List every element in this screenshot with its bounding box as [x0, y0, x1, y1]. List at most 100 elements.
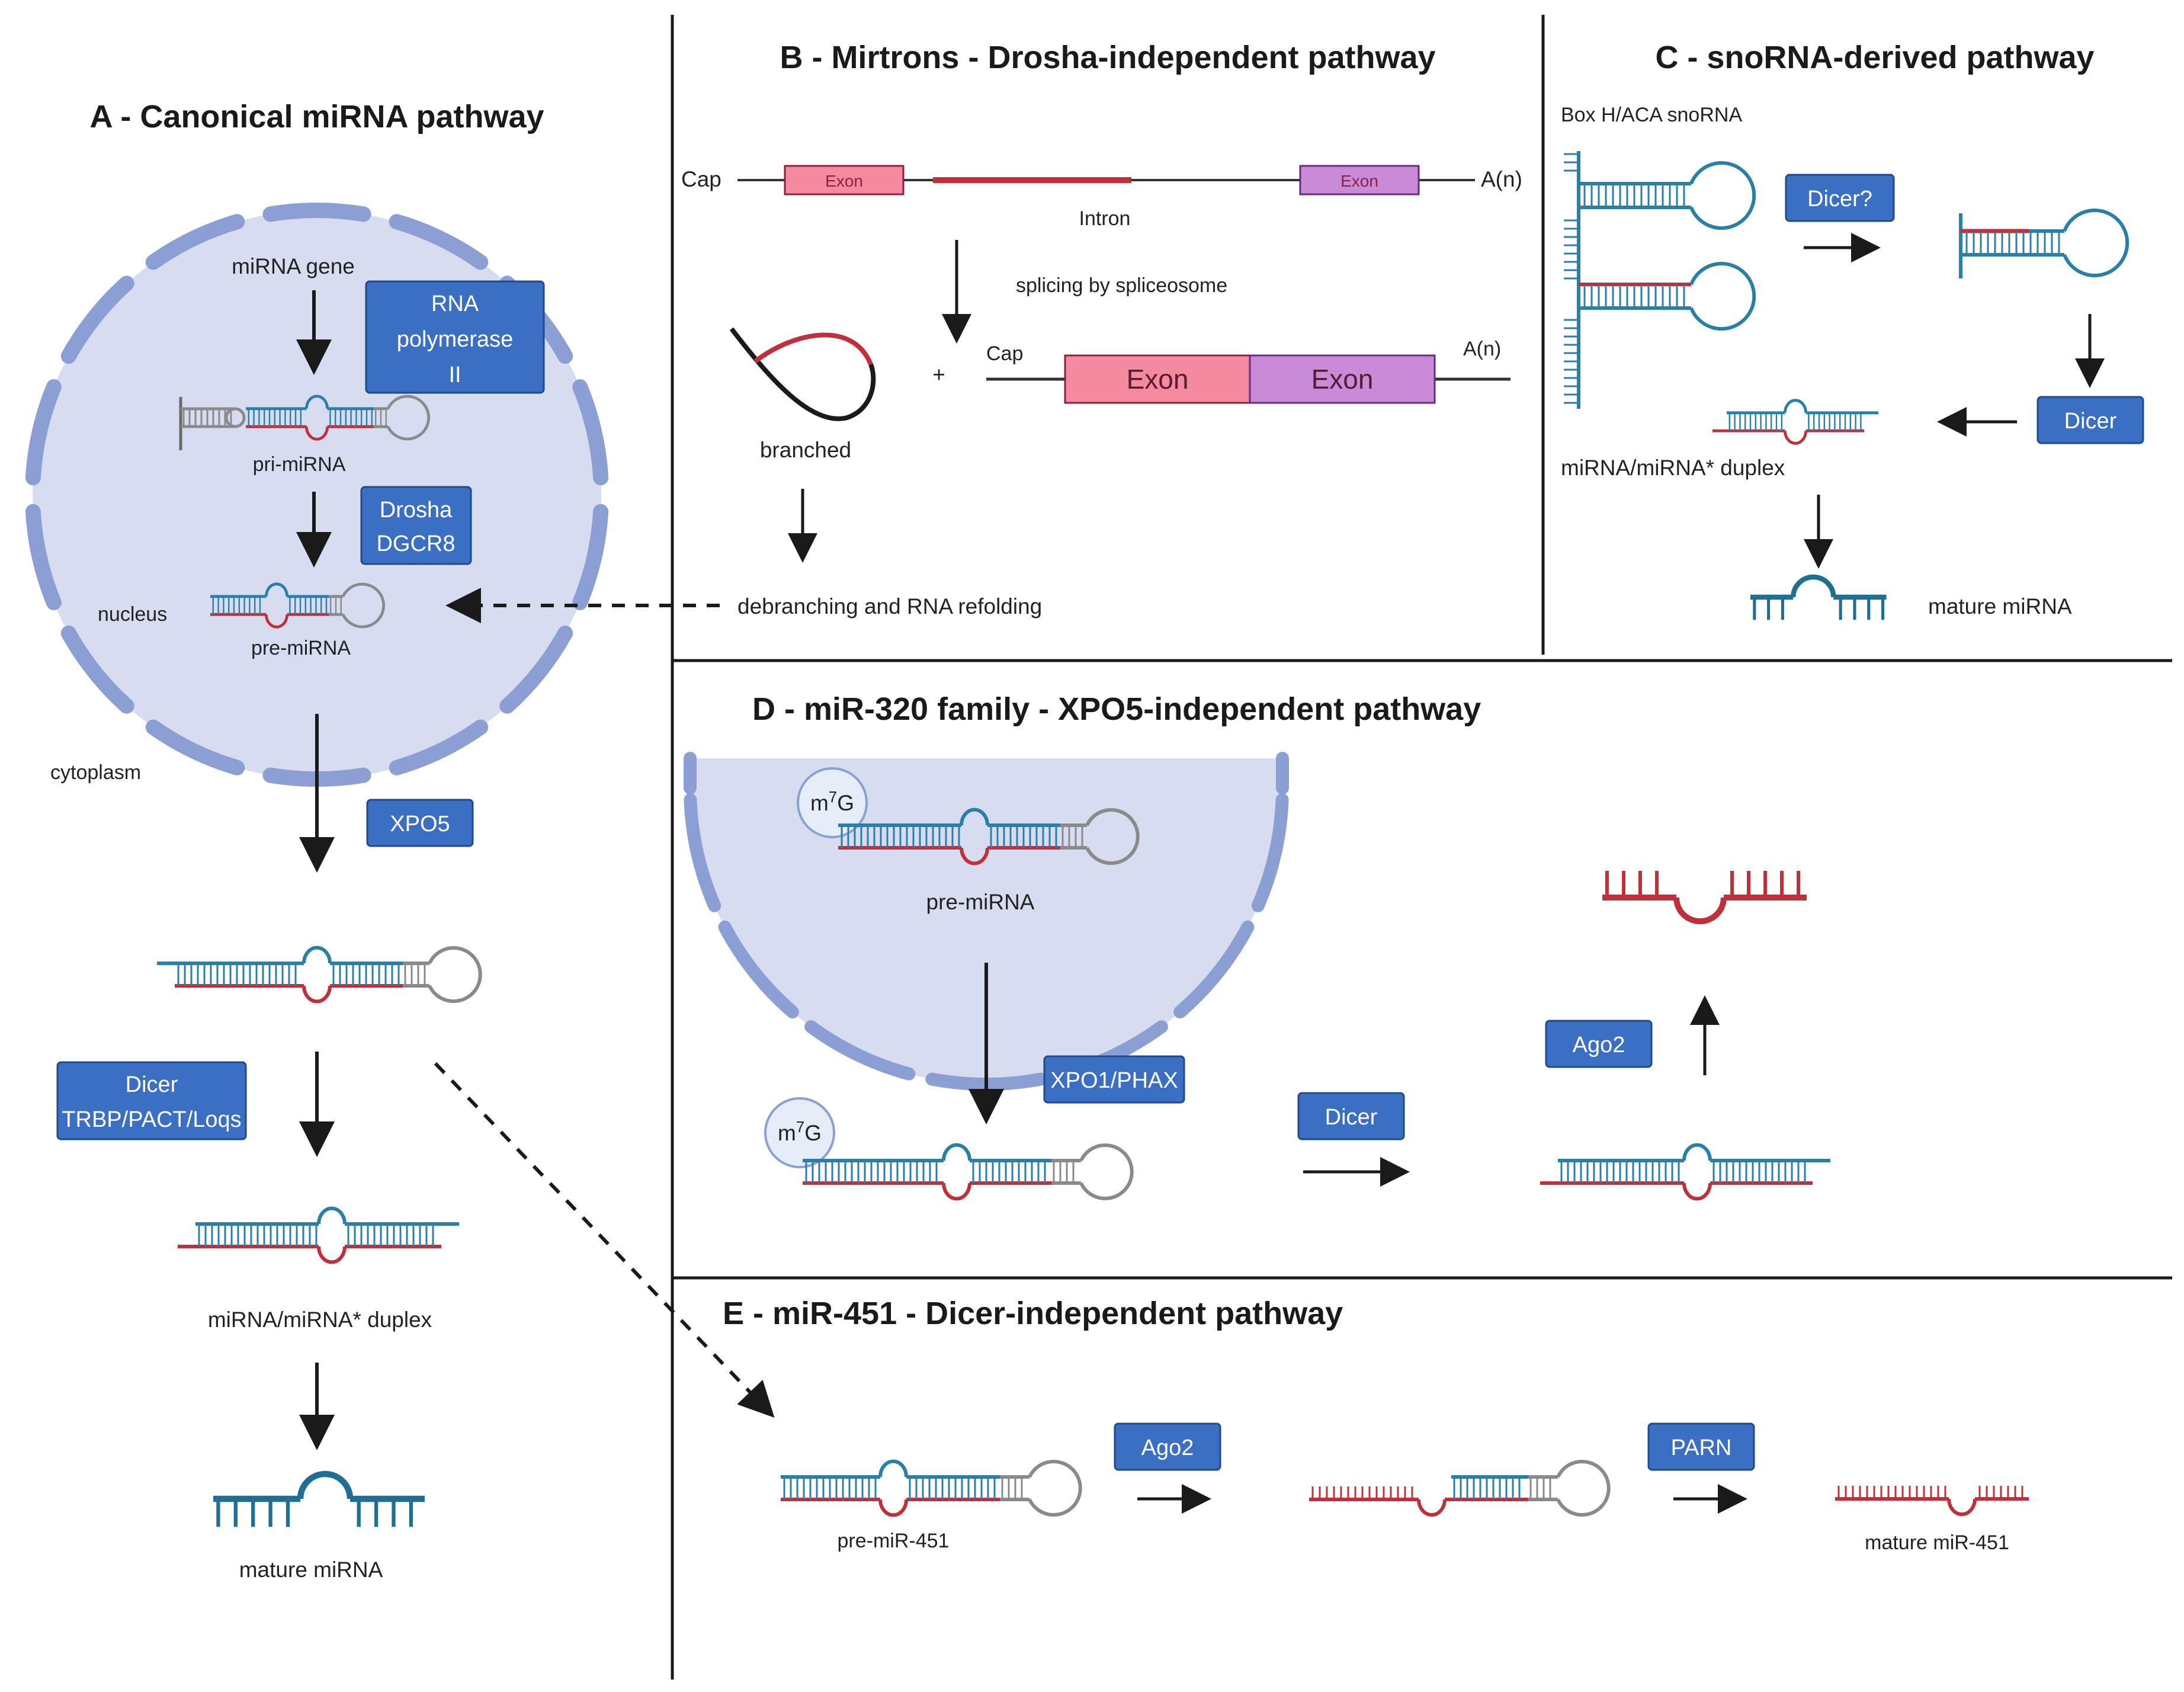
panel-a-title: A - Canonical miRNA pathway: [89, 99, 544, 134]
panel-c: C - snoRNA-derived pathway Box H/ACA sno…: [1561, 40, 2144, 620]
c-hairpin-loop: [2063, 209, 2130, 277]
cap2-label: Cap: [986, 342, 1023, 365]
e-loop: [1556, 1460, 1611, 1517]
membrane-segment: [1173, 920, 1255, 1019]
membrane-segment: [145, 214, 245, 270]
xpo1-label: XPO1/PHAX: [1050, 1068, 1178, 1093]
dicer-box-c: Dicer: [2037, 396, 2144, 444]
exon-big-1: [1064, 354, 1251, 404]
panel-d-title: D - miR-320 family - XPO5-independent pa…: [752, 691, 1481, 727]
panel-b: B - Mirtrons - Drosha-independent pathwa…: [681, 40, 1522, 619]
pre-mirna-cytoplasm: [157, 946, 482, 1004]
panel-b-title: B - Mirtrons - Drosha-independent pathwa…: [780, 40, 1435, 75]
mature-hump: [1673, 897, 1727, 924]
poly-a-label: A(n): [1481, 167, 1522, 191]
panel-dividers: [671, 15, 2172, 1680]
membrane-segment: [389, 719, 489, 776]
terminal-loop: [341, 582, 385, 629]
bulge-bottom: [302, 985, 332, 1004]
m7g-bottom: m7G: [764, 1097, 835, 1168]
dicer-line2: TRBP/PACT/Loqs: [62, 1107, 241, 1132]
exon-big-2-label: Exon: [1311, 364, 1374, 395]
membrane-segment: [718, 920, 799, 1019]
bulge-top: [302, 946, 332, 964]
bulge-bottom: [878, 1499, 908, 1517]
mature-mir451-label: mature miR-451: [1865, 1531, 2009, 1554]
pri-mirna-label: pri-miRNA: [253, 453, 346, 476]
ago2-box-d: Ago2: [1545, 1020, 1653, 1068]
ago2-box-e: Ago2: [1114, 1422, 1221, 1471]
mature-hump: [297, 1470, 354, 1499]
panel-e-title: E - miR-451 - Dicer-independent pathway: [723, 1296, 1343, 1331]
bulge-bottom: [265, 614, 288, 629]
membrane-segment: [145, 719, 245, 776]
snorna-loop: [1689, 262, 1756, 331]
membrane-segment: [25, 504, 62, 610]
bulge-top: [878, 1459, 908, 1478]
terminal-loop: [386, 395, 430, 441]
mirna-gene-label: miRNA gene: [232, 254, 355, 278]
intron-label: Intron: [1079, 207, 1131, 230]
duplex-c-label: miRNA/miRNA* duplex: [1561, 456, 1785, 480]
poly-a2-label: A(n): [1463, 338, 1501, 360]
mature-label: mature miRNA: [239, 1558, 383, 1582]
dicer-d-label: Dicer: [1325, 1105, 1378, 1130]
pre-mirna-label: pre-miRNA: [251, 637, 351, 659]
rna-polymerase-box: RNA polymerase II: [365, 280, 545, 394]
bulge-bottom: [1784, 431, 1807, 445]
pre-mirna-d-cyto: [803, 1143, 1134, 1201]
ago2-cleaved: [1309, 1460, 1611, 1517]
polymerase-line3: II: [448, 363, 461, 387]
bulge-bottom: [317, 1246, 347, 1264]
xpo1-box: XPO1/PHAX: [1043, 1055, 1185, 1104]
cytoplasm-label: cytoplasm: [50, 761, 141, 784]
parn-box: PARN: [1647, 1422, 1755, 1471]
xpo5-box: XPO5: [366, 799, 474, 847]
drosha-box: Drosha DGCR8: [360, 486, 472, 565]
e-red-bulge: [1417, 1499, 1447, 1517]
terminal-loop: [1028, 1460, 1082, 1517]
pre-mirna-hairpin: [210, 582, 385, 629]
panel-e: E - miR-451 - Dicer-independent pathway …: [723, 1296, 2029, 1554]
mature-mir451: [1835, 1486, 2029, 1516]
duplex-d: [1540, 1143, 1830, 1201]
ago2-d-label: Ago2: [1573, 1033, 1625, 1058]
exon-small-1: [784, 165, 905, 196]
mature-d: [1602, 871, 1807, 924]
terminal-loop: [1079, 1143, 1134, 1200]
exon-small-1-label: Exon: [825, 172, 863, 190]
membrane-segment: [262, 203, 371, 222]
bulge-bottom: [942, 1183, 971, 1201]
splicing-label: splicing by spliceosome: [1016, 274, 1227, 297]
terminal-loop: [1085, 808, 1140, 865]
drosha-line1: Drosha: [380, 498, 453, 523]
membrane-segment: [25, 379, 62, 486]
membrane-segment: [572, 504, 609, 610]
bulge-top: [265, 582, 288, 597]
panel-c-title: C - snoRNA-derived pathway: [1655, 40, 2094, 75]
parn-label: PARN: [1671, 1435, 1732, 1460]
plus-sign: +: [932, 363, 945, 387]
cap-label: Cap: [681, 167, 721, 191]
ago2-e-label: Ago2: [1141, 1435, 1194, 1460]
dashed-arrow-to-e: [434, 1062, 775, 1418]
terminal-loop: [428, 946, 482, 1003]
bulge-bottom: [960, 847, 989, 866]
pri-flank-loop: [225, 407, 246, 428]
bulge-bottom: [305, 427, 329, 441]
polymerase-line2: polymerase: [397, 327, 513, 352]
mirna-duplex: [178, 1206, 459, 1264]
exon-small-2-label: Exon: [1340, 172, 1378, 190]
dicer-question-label: Dicer?: [1807, 187, 1872, 212]
snorna-label: Box H/ACA snoRNA: [1561, 104, 1742, 126]
membrane-segment: [389, 214, 489, 270]
polymerase-line1: RNA: [431, 291, 479, 316]
drosha-line2: DGCR8: [376, 531, 455, 556]
exon-big-1-label: Exon: [1127, 364, 1189, 395]
membrane-segment: [60, 275, 134, 364]
bulge-top: [317, 1206, 347, 1225]
pre-mirna-d-label: pre-miRNA: [926, 890, 1035, 914]
xpo5-label: XPO5: [390, 812, 450, 837]
membrane-segment: [1251, 793, 1289, 912]
pre-mirna-d: [838, 807, 1140, 866]
